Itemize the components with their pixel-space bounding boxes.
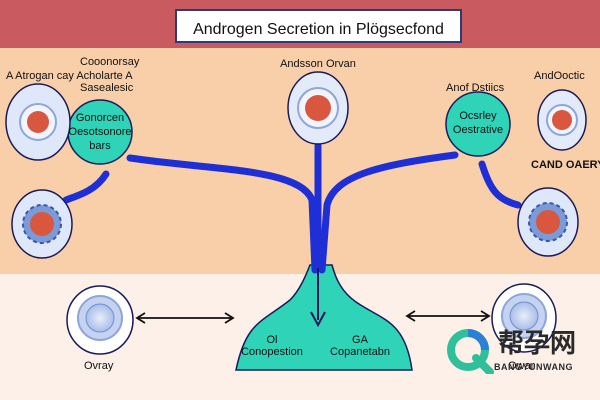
label-top-left-b: A Atrogan cay Acholarte A bbox=[6, 70, 133, 82]
label-left-node-1: Gonorcen bbox=[75, 112, 125, 124]
follicle-mid-left bbox=[11, 189, 73, 259]
label-top-left-a: Cooonorsay bbox=[80, 56, 140, 68]
label-right-node-1: Ocsrley bbox=[459, 110, 497, 122]
label-top-left-c: Sasealesic bbox=[80, 82, 134, 94]
label-left-node-3: bars bbox=[89, 140, 111, 152]
label-hub-1: Ol bbox=[266, 334, 278, 346]
label-bottom-left: Ovray bbox=[84, 360, 114, 372]
label-right-node-2: Oestrative bbox=[452, 124, 504, 136]
hub-shape bbox=[235, 264, 413, 371]
label-top-center: Andsson Orvan bbox=[280, 58, 356, 70]
label-left-node-2: Oesotsonore bbox=[68, 126, 132, 138]
right-teal-node bbox=[445, 91, 511, 157]
diagram-title: Androgen Secretion in Plögsecfond bbox=[193, 21, 444, 38]
label-hub-3: GA bbox=[352, 334, 368, 346]
watermark-text: 帮孕网 bbox=[498, 328, 577, 358]
follicle-top-center bbox=[287, 71, 349, 145]
flow-line-right-down bbox=[478, 160, 522, 209]
double-arrows bbox=[135, 310, 491, 324]
label-bottom-right: Owar bbox=[508, 360, 535, 372]
label-right-mid: CAND OAERY bbox=[531, 159, 600, 171]
title-box: Androgen Secretion in Plögsecfond bbox=[175, 9, 462, 43]
label-hub-2: Conopestion bbox=[241, 346, 303, 358]
watermark-logo: 帮孕网 BANGYUNWANG bbox=[446, 328, 596, 380]
follicle-top-right bbox=[537, 89, 587, 151]
follicle-bottom-left bbox=[66, 285, 134, 355]
watermark-q-icon bbox=[447, 329, 494, 376]
watermark-subtext: BANGYUNWANG bbox=[494, 362, 573, 372]
follicle-bottom-right bbox=[491, 283, 557, 353]
follicle-top-left bbox=[5, 83, 71, 161]
flow-line-left bbox=[126, 154, 319, 274]
label-right-top-b: AndOoctic bbox=[534, 70, 585, 82]
flow-lines bbox=[62, 142, 522, 274]
label-right-top-a: Anof Dstiics bbox=[446, 82, 505, 94]
flow-line-right bbox=[318, 151, 459, 274]
flow-line-left-down bbox=[62, 170, 110, 204]
label-hub-4: Copanetabn bbox=[330, 346, 390, 358]
follicle-mid-right bbox=[517, 187, 579, 257]
